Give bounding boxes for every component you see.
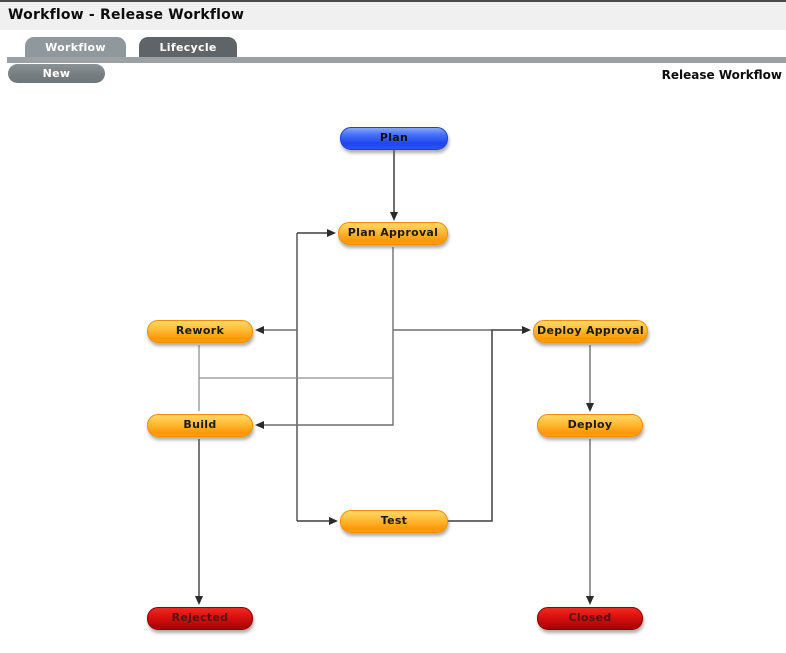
tab-divider bbox=[7, 57, 786, 63]
workflow-node-deploy[interactable]: Deploy bbox=[537, 414, 643, 437]
workflow-node-plan-approval[interactable]: Plan Approval bbox=[338, 222, 448, 245]
connector-plan-approval-to-build bbox=[264, 247, 394, 426]
workflow-name-label: Release Workflow bbox=[661, 68, 782, 82]
workflow-node-build[interactable]: Build bbox=[147, 414, 253, 437]
connector-test-to-deploy-approval bbox=[448, 329, 522, 522]
workflow-node-test[interactable]: Test bbox=[340, 510, 448, 533]
tab-lifecycle[interactable]: Lifecycle bbox=[139, 37, 238, 58]
workflow-node-rejected[interactable]: Rejected bbox=[147, 607, 253, 630]
page-title: Workflow - Release Workflow bbox=[8, 7, 245, 23]
workflow-node-rework[interactable]: Rework bbox=[147, 320, 253, 343]
workflow-node-closed[interactable]: Closed bbox=[537, 607, 643, 630]
tab-bar: Workflow Lifecycle bbox=[0, 37, 238, 58]
workflow-node-deploy-approval[interactable]: Deploy Approval bbox=[533, 320, 648, 343]
tab-workflow[interactable]: Workflow bbox=[25, 37, 126, 58]
workflow-node-plan[interactable]: Plan bbox=[340, 127, 448, 150]
page-title-bar: Workflow - Release Workflow bbox=[0, 0, 786, 30]
new-button[interactable]: New bbox=[8, 64, 105, 83]
